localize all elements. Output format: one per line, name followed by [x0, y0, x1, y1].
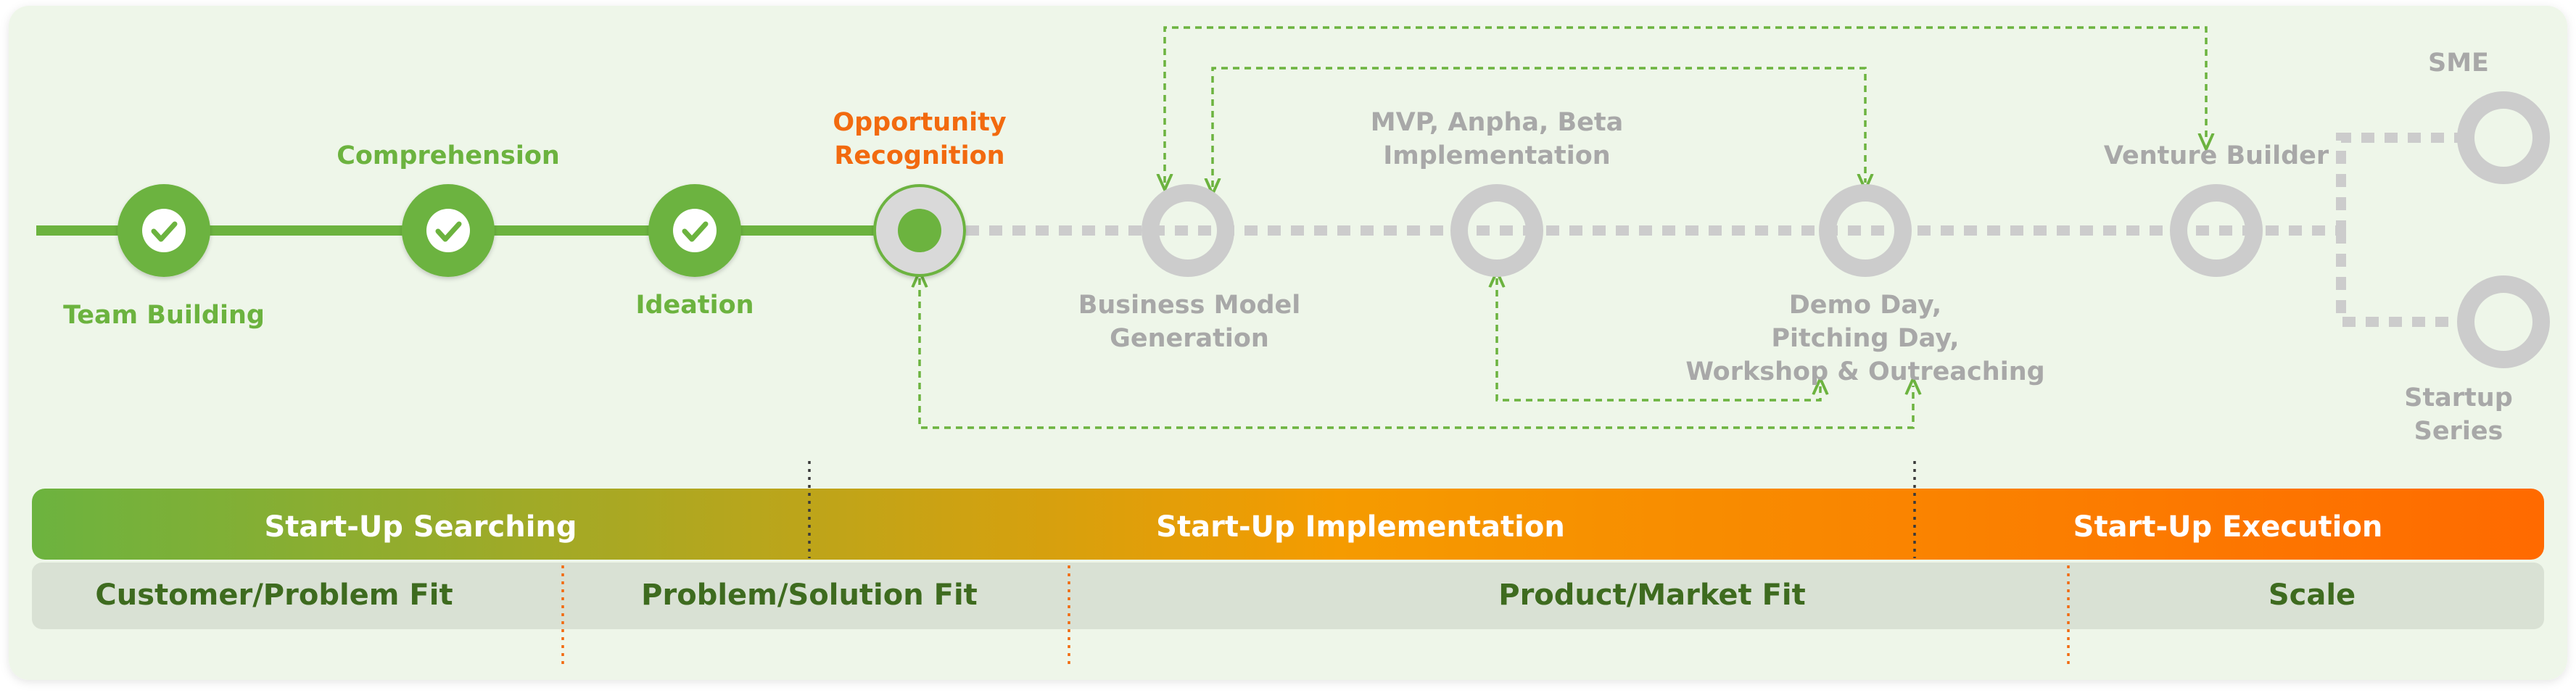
- node-mvp-implementation: [1450, 184, 1543, 277]
- node-business-model-generation: [1142, 184, 1234, 277]
- ring-icon: [2457, 91, 2550, 184]
- connector-bmg-to-venture-builder: [1165, 26, 2206, 183]
- node-venture-builder: [2170, 184, 2263, 277]
- fit-customer-problem: Customer/Problem Fit: [95, 578, 453, 612]
- ring-icon: [1142, 184, 1234, 277]
- node-startup-series: [2457, 275, 2550, 368]
- branch-startup-series: [2336, 231, 2464, 327]
- label-demo-line2: Pitching Day,: [1771, 324, 1959, 353]
- label-startup-line2: Series: [2414, 417, 2503, 446]
- fit-product-market: Product/Market Fit: [1498, 578, 1805, 612]
- node-demo-day: [1819, 184, 1912, 277]
- node-comprehension: [402, 184, 495, 277]
- ring-icon: [2457, 275, 2550, 368]
- ring-icon: [1450, 184, 1543, 277]
- label-team-building: Team Building: [63, 301, 265, 330]
- phase-implementation: Start-Up Implementation: [1156, 510, 1565, 544]
- node-ideation: [648, 184, 741, 277]
- label-sme: SME: [2428, 49, 2489, 78]
- label-demo-line1: Demo Day,: [1789, 291, 1941, 320]
- check-icon: [426, 209, 470, 252]
- label-venture-builder: Venture Builder: [2104, 141, 2329, 170]
- phase-bar: [32, 489, 2544, 560]
- node-opportunity-recognition: [873, 184, 966, 277]
- label-startup-line1: Startup: [2404, 383, 2513, 412]
- label-opportunity-line2: Recognition: [834, 141, 1004, 170]
- label-opportunity-line1: Opportunity: [833, 108, 1006, 137]
- node-sme: [2457, 91, 2550, 184]
- fit-scale: Scale: [2269, 578, 2356, 612]
- phase-searching: Start-Up Searching: [264, 510, 577, 544]
- phase-execution: Start-Up Execution: [2073, 510, 2383, 544]
- connector-opportunity-to-demo: [920, 278, 1913, 429]
- connector-bmg-to-demo: [1213, 67, 1865, 187]
- fit-row: [32, 563, 2544, 629]
- label-comprehension: Comprehension: [337, 141, 560, 170]
- label-mvp-line1: MVP, Anpha, Beta: [1371, 108, 1623, 137]
- dot-icon: [898, 209, 941, 252]
- node-team-building: [117, 184, 210, 277]
- ring-icon: [2170, 184, 2263, 277]
- label-bmg-line1: Business Model: [1078, 291, 1301, 320]
- label-ideation: Ideation: [635, 291, 754, 320]
- label-bmg-line2: Generation: [1110, 324, 1269, 353]
- check-icon: [673, 209, 717, 252]
- label-mvp-line2: Implementation: [1383, 141, 1610, 170]
- check-icon: [142, 209, 186, 252]
- label-demo-line3: Workshop & Outreaching: [1685, 357, 2044, 386]
- fit-problem-solution: Problem/Solution Fit: [641, 578, 978, 612]
- ring-icon: [1819, 184, 1912, 277]
